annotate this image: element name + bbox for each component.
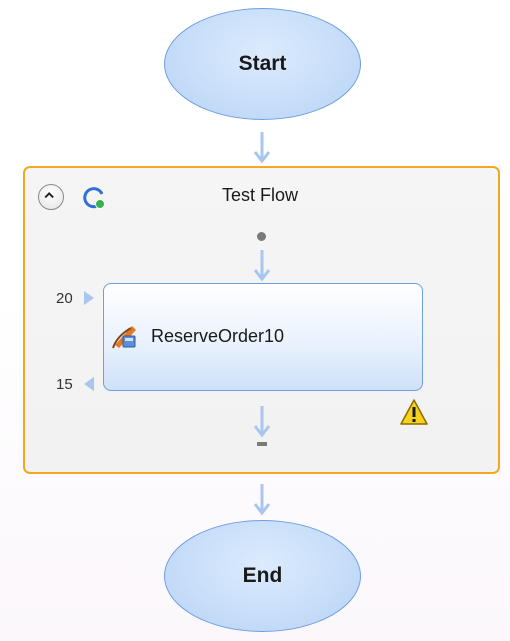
- start-node-label: Start: [238, 52, 287, 75]
- outgoing-count: 15: [56, 376, 73, 393]
- incoming-marker: [84, 291, 94, 305]
- connector-arrow-end: [253, 484, 271, 516]
- chevron-up-icon: [44, 192, 54, 199]
- warning-icon[interactable]: [399, 398, 429, 426]
- start-node[interactable]: Start: [164, 8, 361, 120]
- end-connector-bar: [257, 442, 267, 446]
- loop-running-icon[interactable]: [81, 185, 107, 211]
- end-node-label: End: [242, 564, 283, 587]
- connector-arrow-inner-top: [253, 250, 271, 282]
- service-call-icon: [112, 326, 136, 349]
- reserve-order-step[interactable]: [103, 283, 423, 391]
- connector-arrow-inner-bottom: [253, 406, 271, 438]
- end-node[interactable]: End: [164, 520, 361, 632]
- start-connector-dot: [257, 232, 266, 241]
- outgoing-marker: [84, 377, 94, 391]
- step-label: ReserveOrder10: [151, 326, 285, 346]
- incoming-count: 20: [56, 290, 73, 307]
- group-title: Test Flow: [221, 185, 299, 205]
- collapse-button[interactable]: [38, 184, 64, 210]
- connector-arrow-start: [253, 132, 271, 164]
